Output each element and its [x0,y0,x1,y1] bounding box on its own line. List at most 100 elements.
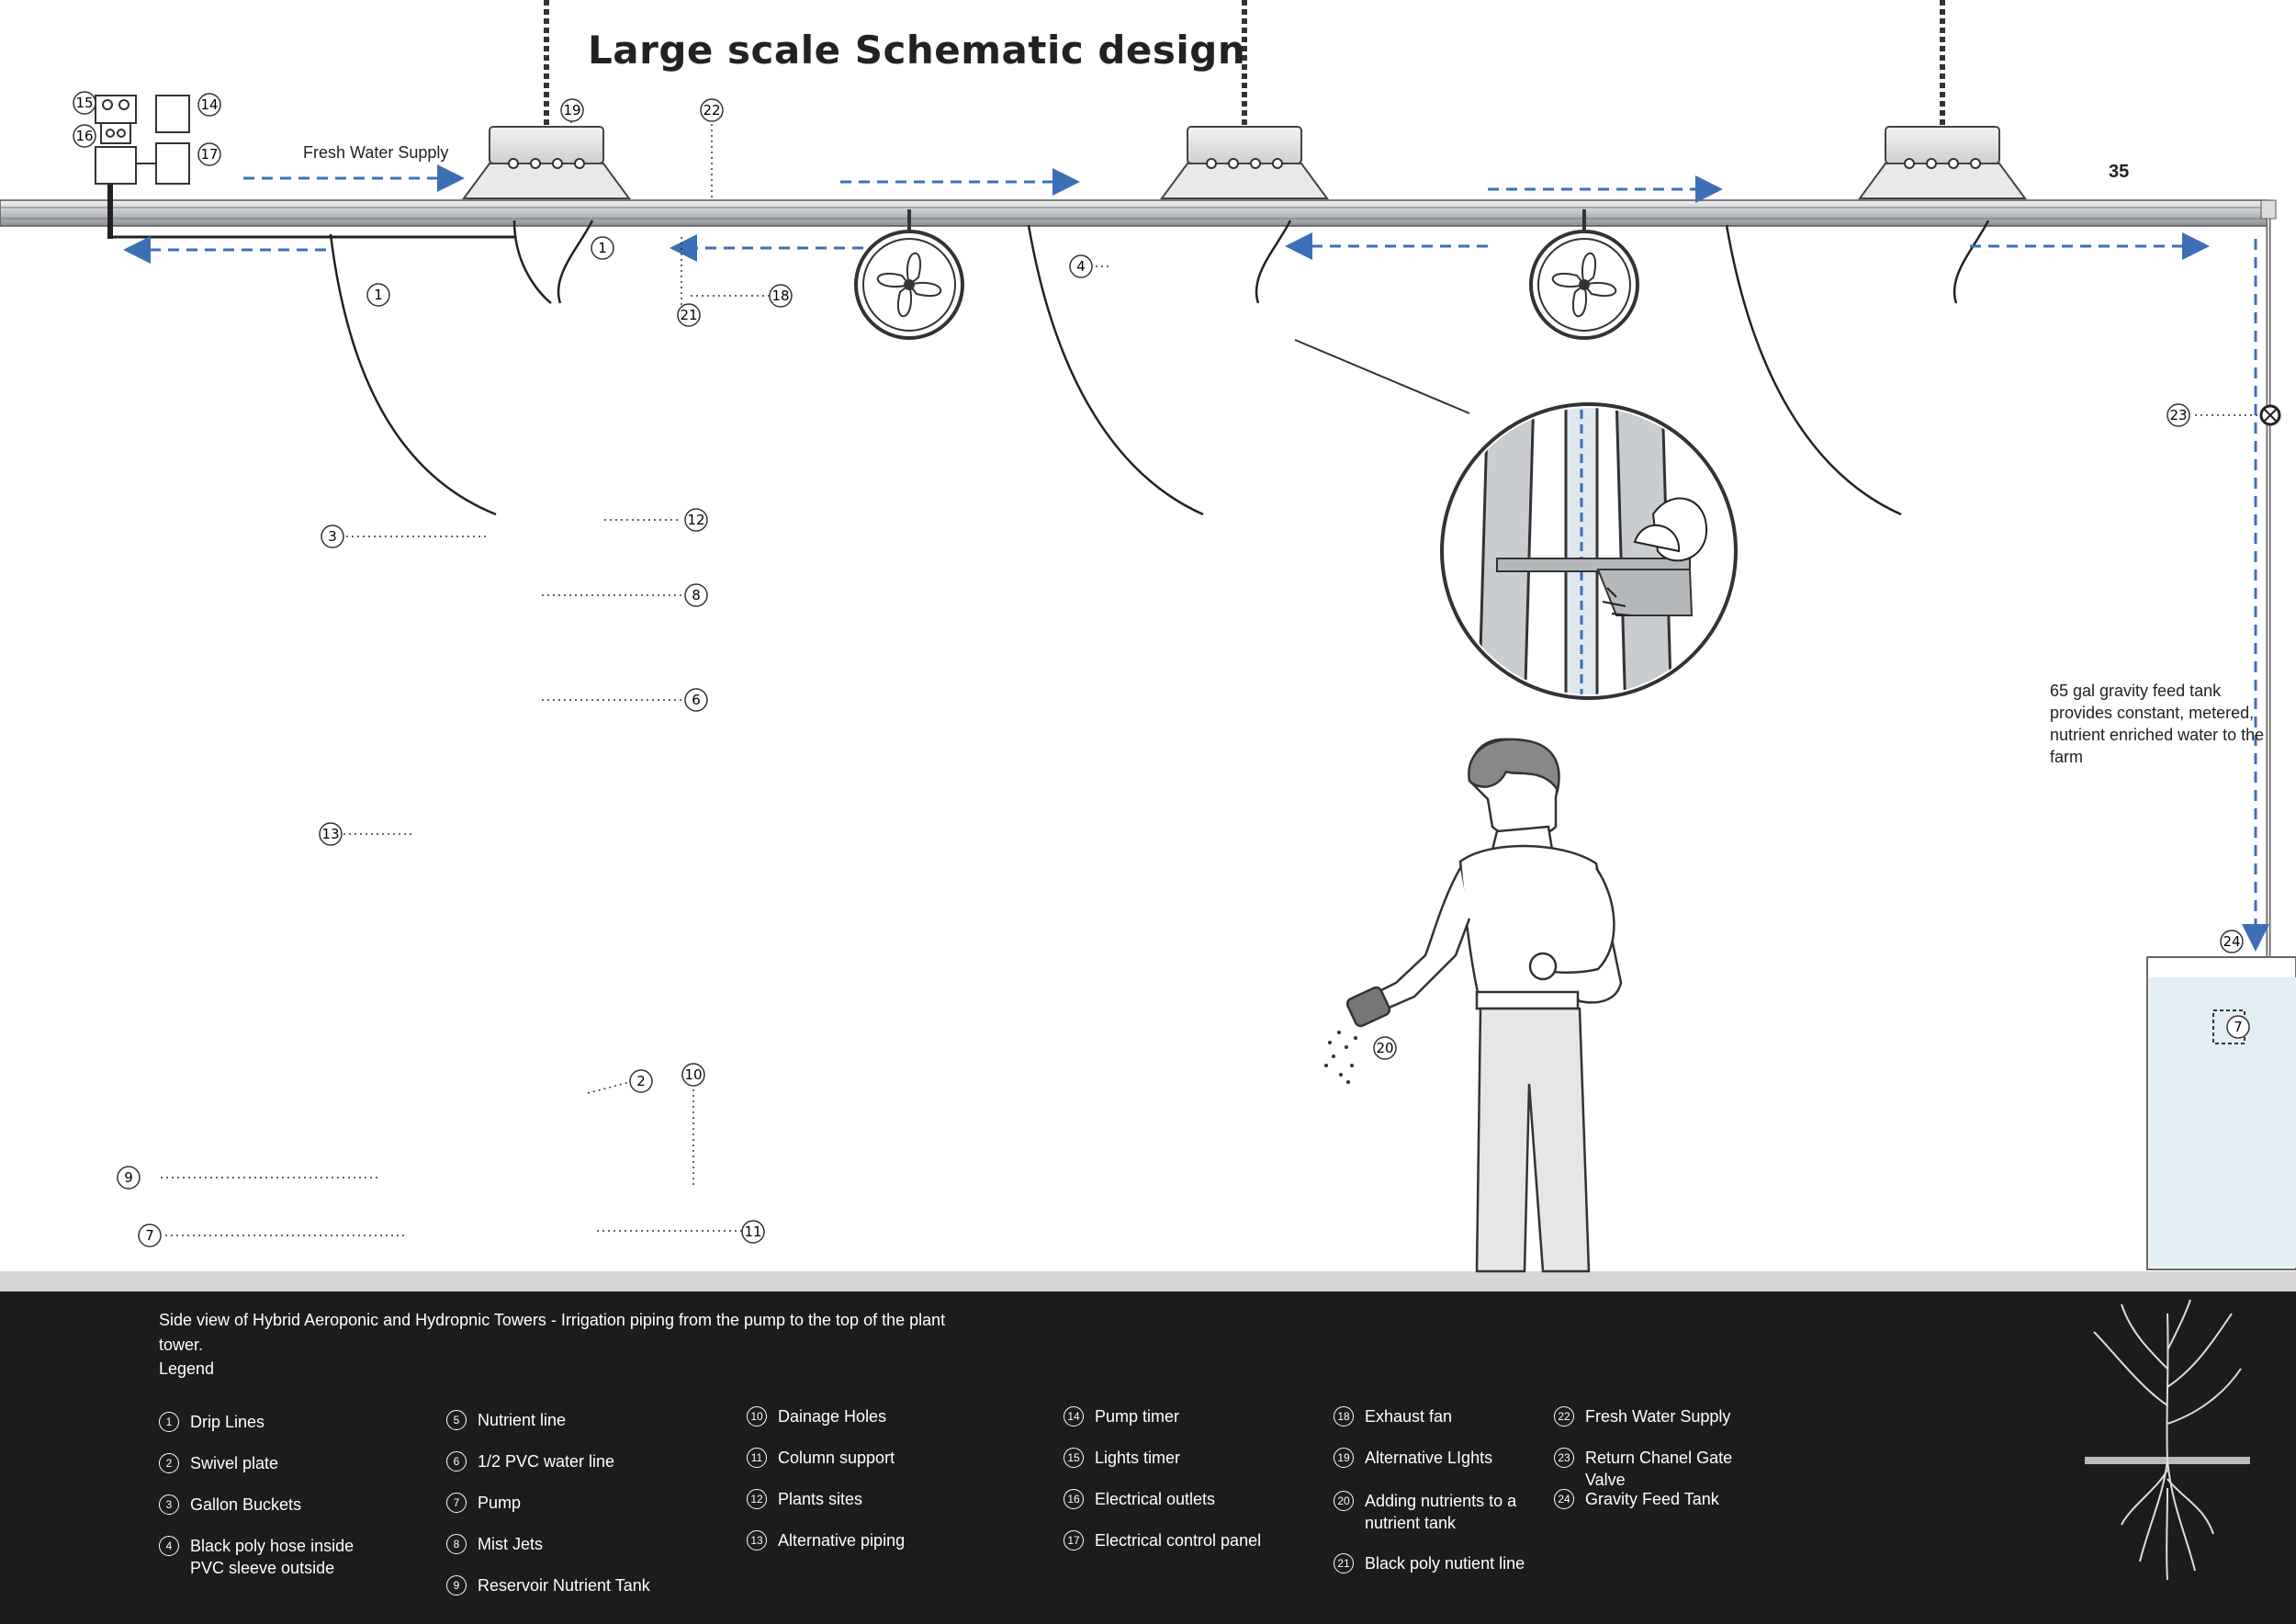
legend-number: 17 [1064,1530,1084,1551]
gravity-tank-note: 65 gal gravity feed tank provides consta… [2050,682,2265,766]
legend-text: Lights timer [1095,1449,1181,1467]
svg-text:10: 10 [684,1066,702,1083]
legend-number: 8 [446,1534,467,1554]
legend-number: 15 [1064,1448,1084,1468]
svg-text:14: 14 [200,96,218,113]
svg-text:13: 13 [321,826,339,842]
legend-item-12: 12 Plants sites [747,1488,952,1510]
legend-text: Drip Lines [190,1413,265,1431]
svg-text:19: 19 [563,102,580,118]
legend-number: 24 [1554,1489,1574,1509]
black-poly-hoses [329,220,1990,516]
legend-item-15: 15 Lights timer [1064,1447,1269,1469]
legend-number: 5 [446,1410,467,1430]
legend-number: 9 [446,1575,467,1596]
legend-number: 19 [1334,1448,1354,1468]
svg-text:6: 6 [692,692,701,708]
legend-text: Mist Jets [478,1535,544,1553]
figure-caption: Side view of Hybrid Aeroponic and Hydrop… [159,1311,946,1354]
legend-number: 13 [747,1530,767,1551]
nutrient-sprinkle [1324,1031,1357,1084]
callout-1b: 1 [591,236,614,260]
legend-number: 6 [446,1451,467,1472]
page-title: Large scale Schematic design [588,28,1246,73]
legend-item-11: 11 Column support [747,1447,952,1469]
legend-text: Return Chanel Gate Valve [1585,1449,1733,1489]
legend-text: Alternative piping [778,1531,906,1550]
svg-text:2: 2 [636,1073,646,1089]
callout-17: 17 [197,142,221,166]
page-number: 35 [2109,162,2130,182]
legend-number: 7 [446,1493,467,1513]
legend-text: Swivel plate [190,1454,279,1472]
legend-number: 16 [1064,1489,1084,1509]
callout-2: 2 [629,1069,653,1093]
legend-text: 1/2 PVC water line [478,1452,615,1471]
svg-text:22: 22 [703,102,720,118]
svg-text:8: 8 [692,587,701,603]
legend-number: 14 [1064,1406,1084,1427]
grow-lamps [462,0,2027,199]
legend-number: 1 [159,1412,179,1432]
legend-text: Fresh Water Supply [1585,1407,1731,1426]
svg-text:9: 9 [124,1169,133,1186]
legend-text: Adding nutrients to a nutrient tank [1365,1492,1517,1532]
legend-number: 10 [747,1406,767,1427]
legend-text: Alternative LIghts [1365,1449,1493,1467]
callout-bubbles: 1 1 2 3 4 6 7 7 8 9 10 11 12 13 14 15 16… [73,91,2250,1247]
legend-text: Black poly hose inside PVC sleeve outsid… [190,1537,355,1577]
legend-number: 18 [1334,1406,1354,1427]
legend-title: Legend [159,1359,215,1378]
svg-text:15: 15 [75,95,93,111]
callout-3: 3 [321,524,344,548]
legend-item-19: 19 Alternative LIghts [1334,1447,1539,1469]
legend-text: Electrical outlets [1095,1490,1216,1508]
legend-item-4: 4 Black poly hose inside PVC sleeve outsi… [159,1535,365,1579]
svg-text:7: 7 [145,1227,154,1244]
floor [0,1271,2296,1291]
svg-text:21: 21 [680,307,697,323]
legend-text: Exhaust fan [1365,1407,1453,1426]
legend-item-13: 13 Alternative piping [747,1529,952,1551]
svg-text:20: 20 [1376,1040,1393,1056]
legend-item-1: 1 Drip Lines [159,1411,365,1433]
callout-10: 10 [681,1063,705,1087]
callout-leaders [161,110,2257,1236]
legend-number: 20 [1334,1491,1354,1511]
callout-6: 6 [684,688,708,712]
legend-number: 3 [159,1494,179,1515]
plant-icon [2085,1299,2250,1581]
callout-20: 20 [1373,1036,1397,1060]
legend-number: 4 [159,1536,179,1556]
callout-18: 18 [769,284,793,308]
legend-text: Plants sites [778,1490,863,1508]
legend-text: Reservoir Nutrient Tank [478,1576,650,1595]
overhead-supply-pipe [0,156,2277,964]
legend-number: 12 [747,1489,767,1509]
legend-panel [0,1291,2296,1624]
callout-12: 12 [684,508,708,532]
callout-7b: 7 [2226,1015,2250,1039]
callout-22: 22 [700,98,724,122]
legend-number: 21 [1334,1553,1354,1573]
electrical-control-panel [95,95,190,185]
detail-magnifier [1294,339,1738,700]
callout-16: 16 [73,124,96,148]
svg-text:11: 11 [744,1224,761,1240]
callout-13: 13 [319,822,343,846]
callout-24: 24 [2220,930,2244,953]
legend-number: 11 [747,1448,767,1468]
fresh-water-supply-label: Fresh Water Supply [303,143,449,162]
legend-item-9: 9 Reservoir Nutrient Tank [446,1574,652,1596]
legend-text: Column support [778,1449,895,1467]
svg-text:16: 16 [75,128,93,144]
legend-item-18: 18 Exhaust fan [1334,1405,1539,1427]
